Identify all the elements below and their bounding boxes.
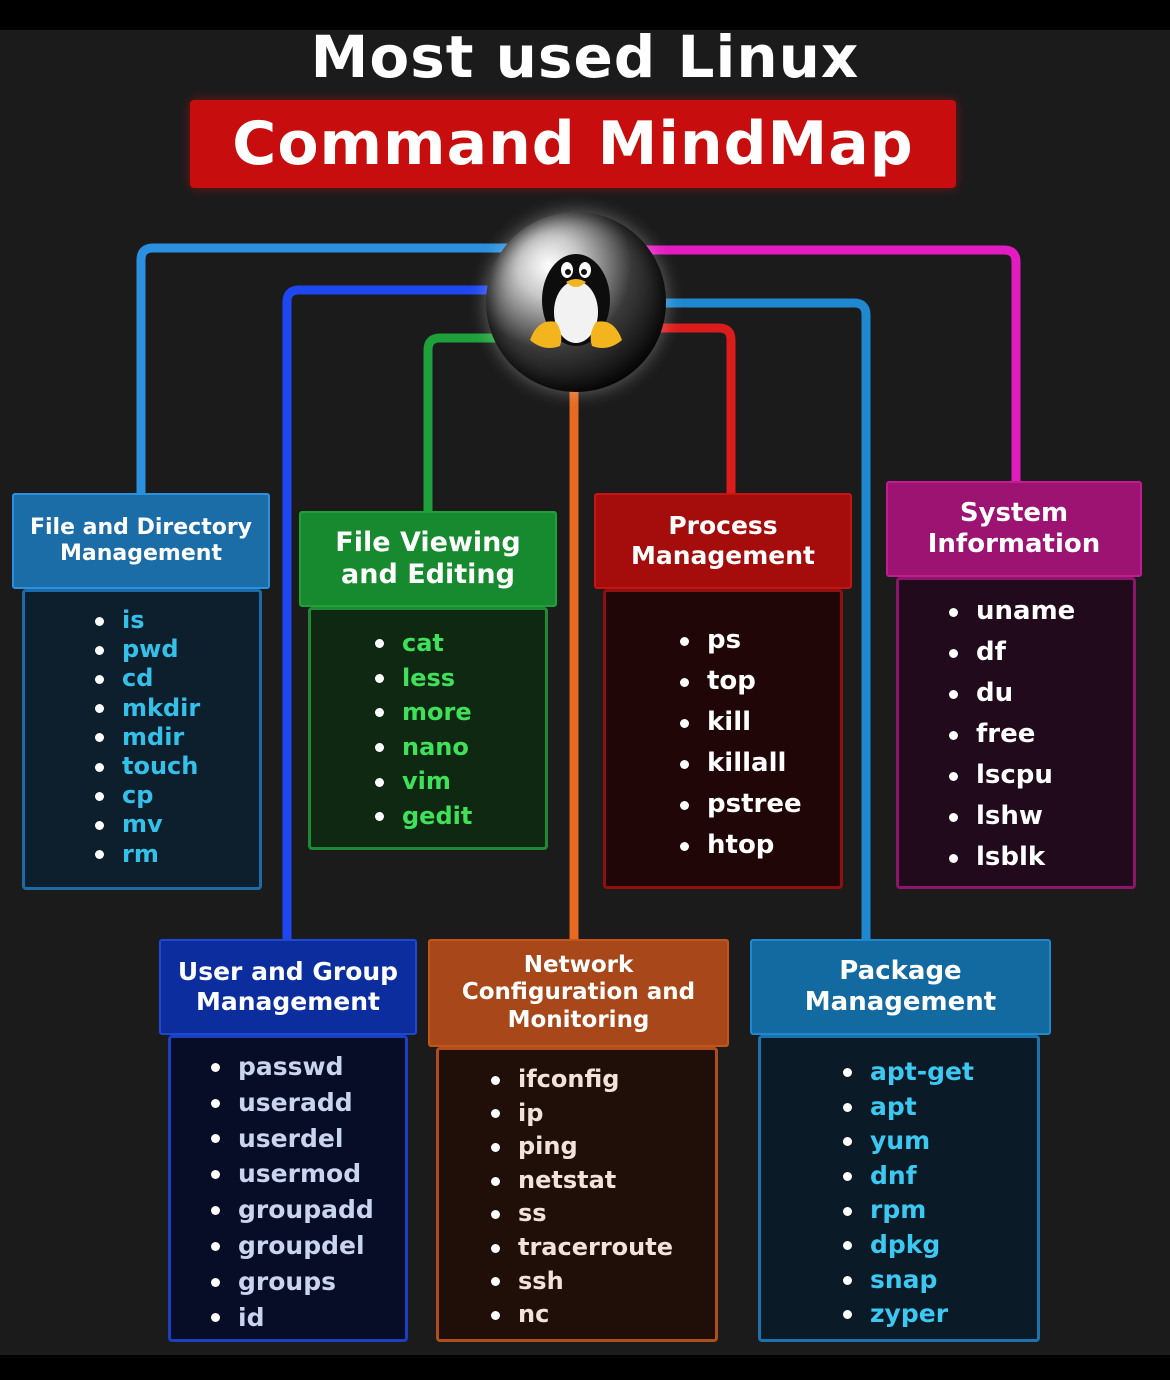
- command-item: gedit: [374, 799, 472, 834]
- command-item: pwd: [94, 635, 200, 664]
- command-item: netstat: [490, 1164, 673, 1198]
- command-item: ip: [490, 1097, 673, 1131]
- command-list-process: ps top kill killall pstree htop: [680, 620, 802, 866]
- command-item: ifconfig: [490, 1063, 673, 1097]
- command-item: ps: [680, 620, 802, 661]
- category-header-network: Network Configuration and Monitoring: [428, 939, 729, 1047]
- category-title-user-group: User and Group Management: [177, 957, 399, 1016]
- command-item: ss: [490, 1197, 673, 1231]
- command-item: dpkg: [843, 1228, 974, 1263]
- connector-system-info: [640, 245, 1021, 483]
- command-item: ping: [490, 1130, 673, 1164]
- category-header-file-viewing: File Viewing and Editing: [299, 511, 557, 607]
- category-title-file-viewing: File Viewing and Editing: [335, 526, 521, 590]
- command-list-system-info: uname df du free lscpu lshw lsblk: [948, 591, 1075, 878]
- category-header-user-group: User and Group Management: [159, 939, 417, 1035]
- command-item: mkdir: [94, 693, 201, 722]
- command-item: touch: [94, 752, 199, 781]
- command-list-file-viewing: cat less more nano vim gedit: [374, 626, 472, 834]
- category-header-process: Process Management: [594, 493, 852, 589]
- category-panel-system-info: uname df du free lscpu lshw lsblk: [896, 577, 1136, 889]
- command-item: lsblk: [948, 837, 1075, 878]
- command-item: yum: [843, 1124, 974, 1159]
- command-item: uname: [948, 591, 1075, 632]
- category-panel-network: ifconfig ip ping netstat ss tracerroute …: [436, 1047, 718, 1342]
- category-title-file-directory: File and Directory Management: [29, 514, 253, 566]
- command-item: groups: [211, 1264, 374, 1300]
- connector-user-group: [282, 285, 502, 945]
- command-item: mv: [94, 810, 200, 839]
- category-header-package: Package Management: [750, 939, 1051, 1035]
- command-item: apt: [843, 1090, 974, 1125]
- category-panel-package: apt-get apt yum dnf rpm dpkg snap zyper: [758, 1035, 1040, 1342]
- command-item: nc: [490, 1298, 673, 1332]
- command-list-file-directory: is pwd cd mkdir mdir touch cp mv rm: [94, 606, 201, 869]
- category-panel-process: ps top kill killall pstree htop: [603, 589, 843, 889]
- command-item: passwd: [211, 1049, 374, 1085]
- command-item: htop: [680, 825, 802, 866]
- command-item: top: [680, 661, 802, 702]
- command-item: cp: [94, 781, 200, 810]
- command-item: df: [948, 632, 1075, 673]
- command-item: more: [374, 695, 472, 730]
- command-item: is: [94, 606, 200, 635]
- command-item: nano: [374, 730, 472, 765]
- command-item: usermod: [211, 1156, 374, 1192]
- command-item: snap: [843, 1263, 974, 1298]
- command-item: zyper: [843, 1297, 974, 1332]
- command-item: cat: [374, 626, 472, 661]
- category-header-system-info: System Information: [886, 481, 1142, 577]
- command-item: rm: [94, 840, 200, 869]
- command-item: groupadd: [211, 1192, 374, 1228]
- command-item: useradd: [211, 1085, 374, 1121]
- command-item: du: [948, 673, 1075, 714]
- connector-package: [660, 298, 871, 945]
- command-item: mdir: [94, 723, 200, 752]
- command-item: apt-get: [843, 1055, 974, 1090]
- category-header-file-directory: File and Directory Management: [12, 493, 270, 589]
- connector-file-viewing: [423, 333, 500, 513]
- command-list-network: ifconfig ip ping netstat ss tracerroute …: [490, 1063, 673, 1332]
- category-panel-file-viewing: cat less more nano vim gedit: [308, 607, 548, 850]
- command-item: lscpu: [948, 755, 1075, 796]
- command-item: free: [948, 714, 1075, 755]
- title-banner: [190, 100, 956, 188]
- command-item: lshw: [948, 796, 1075, 837]
- category-title-network: Network Configuration and Monitoring: [461, 951, 696, 1033]
- command-item: rpm: [843, 1193, 974, 1228]
- tux-penguin-icon: [530, 254, 622, 348]
- command-item: userdel: [211, 1121, 374, 1157]
- category-title-package: Package Management: [804, 955, 997, 1017]
- connector-process: [650, 323, 736, 495]
- connector-file-directory: [136, 243, 520, 495]
- command-item: vim: [374, 764, 472, 799]
- category-panel-file-directory: is pwd cd mkdir mdir touch cp mv rm: [22, 589, 262, 890]
- command-list-user-group: passwd useradd userdel usermod groupadd …: [211, 1049, 374, 1336]
- command-item: cd: [94, 664, 200, 693]
- title-line-1: Most used Linux: [310, 23, 860, 91]
- command-item: groupdel: [211, 1228, 374, 1264]
- category-title-system-info: System Information: [927, 497, 1101, 559]
- command-item: killall: [680, 743, 802, 784]
- command-item: tracerroute: [490, 1231, 673, 1265]
- title-line-2: Command MindMap: [232, 109, 914, 179]
- category-panel-user-group: passwd useradd userdel usermod groupadd …: [168, 1035, 408, 1342]
- command-list-package: apt-get apt yum dnf rpm dpkg snap zyper: [843, 1055, 974, 1332]
- command-item: less: [374, 661, 472, 696]
- command-item: id: [211, 1300, 374, 1336]
- hub-orb: [486, 212, 666, 392]
- command-item: dnf: [843, 1159, 974, 1194]
- command-item: ssh: [490, 1265, 673, 1299]
- command-item: pstree: [680, 784, 802, 825]
- category-title-process: Process Management: [630, 511, 816, 570]
- command-item: kill: [680, 702, 802, 743]
